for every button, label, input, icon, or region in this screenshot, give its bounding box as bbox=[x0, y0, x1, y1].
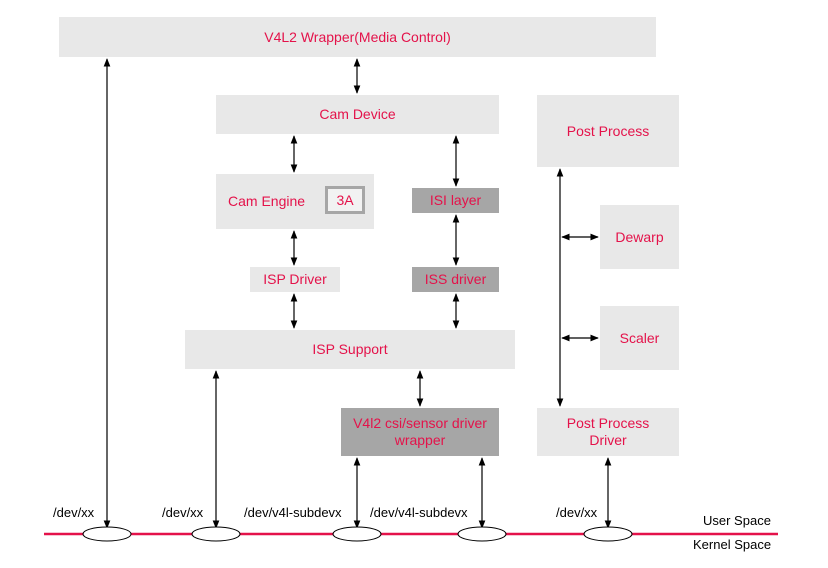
post-process-driver-line1: Post Process bbox=[566, 415, 650, 431]
device-node-label-4: /dev/v4l-subdevx bbox=[370, 505, 468, 520]
iss-driver-label: ISS driver bbox=[424, 271, 487, 287]
isi-layer-box: ISI layer bbox=[412, 188, 499, 213]
isi-layer-label: ISI layer bbox=[429, 192, 482, 208]
device-node-label-2: /dev/xx bbox=[162, 505, 204, 520]
post-process-driver-line2: Driver bbox=[589, 432, 627, 448]
v4l2-csi-line1: V4l2 csi/sensor driver bbox=[353, 415, 487, 431]
device-node-ellipse-2 bbox=[191, 526, 241, 542]
cam-device-box: Cam Device bbox=[216, 95, 499, 134]
v4l2-wrapper-label: V4L2 Wrapper(Media Control) bbox=[264, 28, 451, 45]
isp-driver-box: ISP Driver bbox=[250, 267, 340, 292]
cam-device-label: Cam Device bbox=[319, 106, 396, 122]
device-node-ellipse-3 bbox=[332, 526, 382, 542]
user-space-label: User Space bbox=[703, 513, 771, 528]
isp-support-box: ISP Support bbox=[185, 330, 515, 369]
post-process-driver-box: Post Process Driver bbox=[537, 408, 679, 456]
isp-support-label: ISP Support bbox=[312, 341, 388, 357]
post-process-label: Post Process bbox=[566, 122, 650, 139]
device-node-ellipse-5 bbox=[583, 526, 633, 542]
device-node-label-1: /dev/xx bbox=[53, 505, 95, 520]
isp-driver-label: ISP Driver bbox=[263, 271, 327, 287]
scaler-label: Scaler bbox=[619, 329, 660, 346]
device-node-label-5: /dev/xx bbox=[556, 505, 598, 520]
three-a-label: 3A bbox=[336, 192, 354, 208]
dewarp-box: Dewarp bbox=[600, 205, 679, 269]
three-a-badge: 3A bbox=[325, 186, 365, 214]
device-node-ellipse-4 bbox=[457, 526, 507, 542]
device-node-label-3: /dev/v4l-subdevx bbox=[244, 505, 342, 520]
kernel-space-label: Kernel Space bbox=[693, 537, 772, 552]
cam-engine-label: Cam Engine bbox=[228, 193, 306, 209]
post-process-box: Post Process bbox=[537, 95, 679, 167]
v4l2-wrapper-box: V4L2 Wrapper(Media Control) bbox=[59, 17, 656, 57]
iss-driver-box: ISS driver bbox=[412, 267, 499, 292]
device-node-ellipse-1 bbox=[82, 526, 132, 542]
dewarp-label: Dewarp bbox=[615, 228, 664, 245]
scaler-box: Scaler bbox=[600, 306, 679, 370]
v4l2-csi-sensor-wrapper-box: V4l2 csi/sensor driver wrapper bbox=[341, 408, 499, 456]
v4l2-csi-line2: wrapper bbox=[394, 432, 446, 448]
